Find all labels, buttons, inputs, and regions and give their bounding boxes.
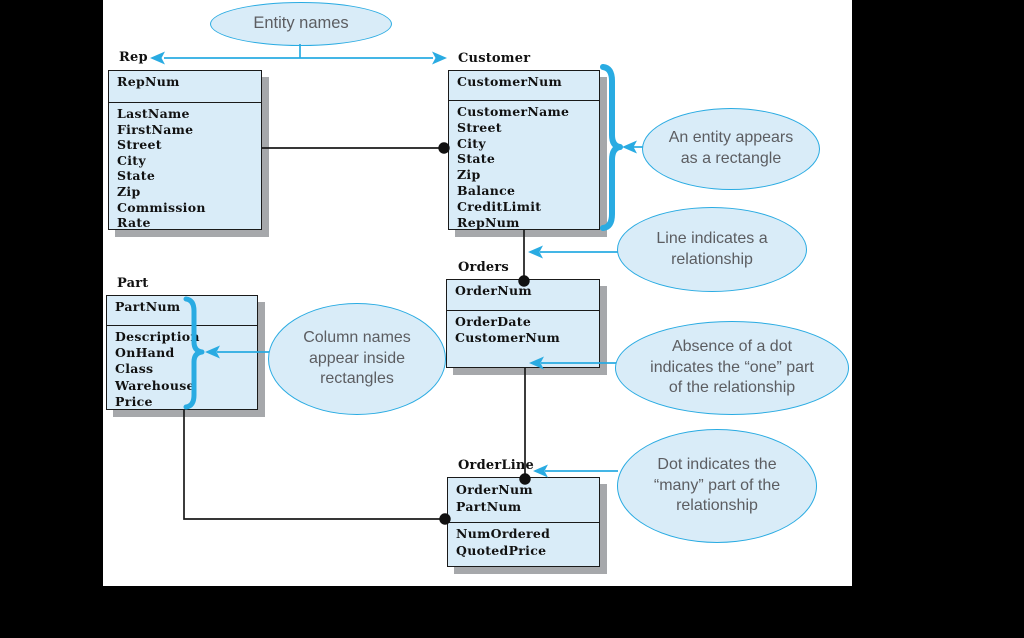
entity-part-key-columns: PartNum <box>107 296 257 326</box>
entity-box-part: PartNum Description OnHand Class Warehou… <box>106 295 258 410</box>
callout-column-names: Column names appear inside rectangles <box>268 303 446 415</box>
entity-part-columns: Description OnHand Class Warehouse Price <box>115 329 200 409</box>
entity-box-rep: RepNum LastName FirstName Street City St… <box>108 70 262 230</box>
callout-entity-rectangle: An entity appears as a rectangle <box>642 108 820 190</box>
entity-title-part: Part <box>117 276 149 291</box>
entity-rep-columns: LastName FirstName Street City State Zip… <box>117 106 206 231</box>
entity-customer-key-columns: CustomerNum <box>449 71 599 101</box>
entity-orderline-key-columns: OrderNum PartNum <box>448 478 599 523</box>
entity-customer-columns: CustomerName Street City State Zip Balan… <box>457 104 570 230</box>
entity-box-orderline: OrderNum PartNum NumOrdered QuotedPrice <box>447 477 600 567</box>
callout-entity-names: Entity names <box>210 2 392 46</box>
entity-orderline-columns: NumOrdered QuotedPrice <box>456 526 551 558</box>
entity-orders-key-columns: OrderNum <box>447 280 599 311</box>
entity-title-orders: Orders <box>458 260 509 275</box>
entity-box-orders: OrderNum OrderDate CustomerNum <box>446 279 600 368</box>
callout-one-part: Absence of a dot indicates the “one” par… <box>615 321 849 415</box>
entity-orders-columns: OrderDate CustomerNum <box>455 314 560 345</box>
entity-title-customer: Customer <box>458 51 531 66</box>
callout-many-part: Dot indicates the “many” part of the rel… <box>617 429 817 543</box>
entity-box-customer: CustomerNum CustomerName Street City Sta… <box>448 70 600 230</box>
entity-rep-key-columns: RepNum <box>109 71 261 103</box>
entity-title-rep: Rep <box>119 50 148 65</box>
entity-title-orderline: OrderLine <box>458 458 534 473</box>
callout-line-relationship: Line indicates a relationship <box>617 207 807 292</box>
